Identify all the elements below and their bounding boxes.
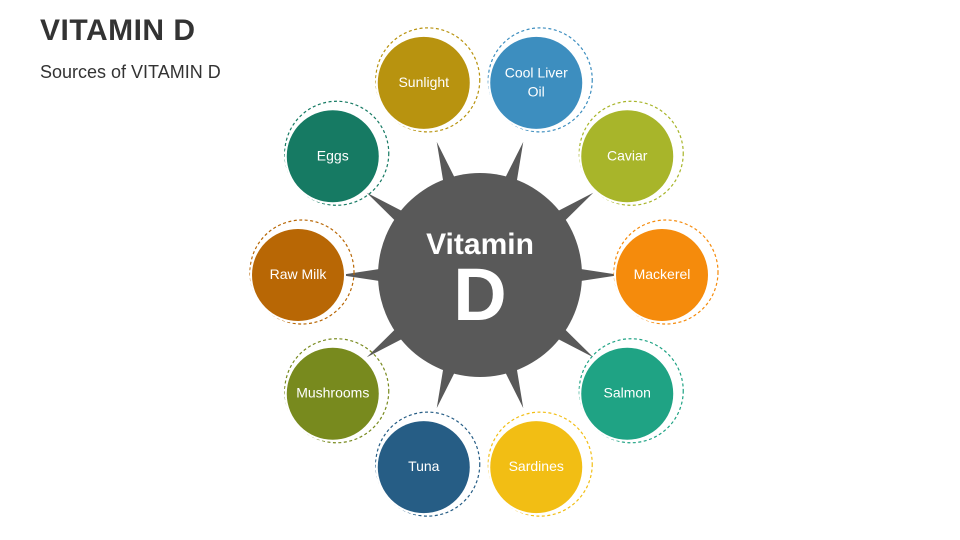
source-ring xyxy=(249,219,355,325)
source-label-line: Caviar xyxy=(607,147,648,163)
source-label: Sardines xyxy=(509,458,564,474)
source-ring xyxy=(578,338,684,444)
source-circle xyxy=(252,229,344,321)
slide-title: VITAMIN D xyxy=(40,14,196,47)
source-label-line: Cool Liver xyxy=(505,64,568,80)
source-label-line: Raw Milk xyxy=(270,266,328,282)
source-ring xyxy=(284,100,390,206)
source-node-raw-milk: Raw Milk xyxy=(249,219,355,325)
source-label: Caviar xyxy=(607,147,648,163)
source-circle xyxy=(490,36,583,129)
source-node-sardines: Sardines xyxy=(487,411,593,517)
source-circle xyxy=(377,36,470,129)
source-ring xyxy=(578,100,684,206)
source-circle xyxy=(286,110,379,203)
source-label-line: Eggs xyxy=(317,147,349,163)
source-ring xyxy=(375,411,481,517)
source-ring xyxy=(284,338,390,444)
source-label-line: Oil xyxy=(528,83,545,99)
hub-spike xyxy=(502,141,524,188)
source-node-salmon: Salmon xyxy=(578,338,684,444)
source-label-line: Salmon xyxy=(604,384,651,400)
source-label: Raw Milk xyxy=(270,266,328,282)
source-node-eggs: Eggs xyxy=(284,100,390,206)
hub-label-vitamin: Vitamin xyxy=(426,228,534,261)
source-circle xyxy=(377,421,470,514)
source-label-line: Sardines xyxy=(509,458,564,474)
source-circle xyxy=(581,110,674,203)
hub-spike xyxy=(574,268,620,282)
source-circle xyxy=(286,347,379,440)
source-circle xyxy=(581,347,674,440)
source-label: Sunlight xyxy=(398,74,449,90)
source-circle xyxy=(616,229,708,321)
source-circle xyxy=(490,421,583,514)
source-label-line: Tuna xyxy=(408,458,440,474)
source-label: Eggs xyxy=(317,147,349,163)
source-ring xyxy=(487,27,593,133)
source-label-line: Sunlight xyxy=(398,74,449,90)
hub-spike xyxy=(340,268,386,282)
slide-subtitle: Sources of VITAMIN D xyxy=(40,62,221,82)
hub-label-d: D xyxy=(453,253,506,336)
hub-spike xyxy=(436,362,458,409)
source-node-mushrooms: Mushrooms xyxy=(284,338,390,444)
source-ring xyxy=(375,27,481,133)
source-label: Mackerel xyxy=(634,266,691,282)
source-ring xyxy=(487,411,593,517)
source-node-caviar: Caviar xyxy=(578,100,684,206)
source-node-sunlight: Sunlight xyxy=(375,27,481,133)
hub-spike xyxy=(436,141,458,188)
hub-spike xyxy=(502,362,524,409)
source-node-mackerel: Mackerel xyxy=(613,219,719,325)
source-label-line: Mackerel xyxy=(634,266,691,282)
source-node-tuna: Tuna xyxy=(375,411,481,517)
hub-circle xyxy=(378,173,582,377)
source-label: Tuna xyxy=(408,458,440,474)
source-ring xyxy=(613,219,719,325)
source-label: Salmon xyxy=(604,384,651,400)
source-label: Mushrooms xyxy=(296,384,369,400)
source-label-line: Mushrooms xyxy=(296,384,369,400)
